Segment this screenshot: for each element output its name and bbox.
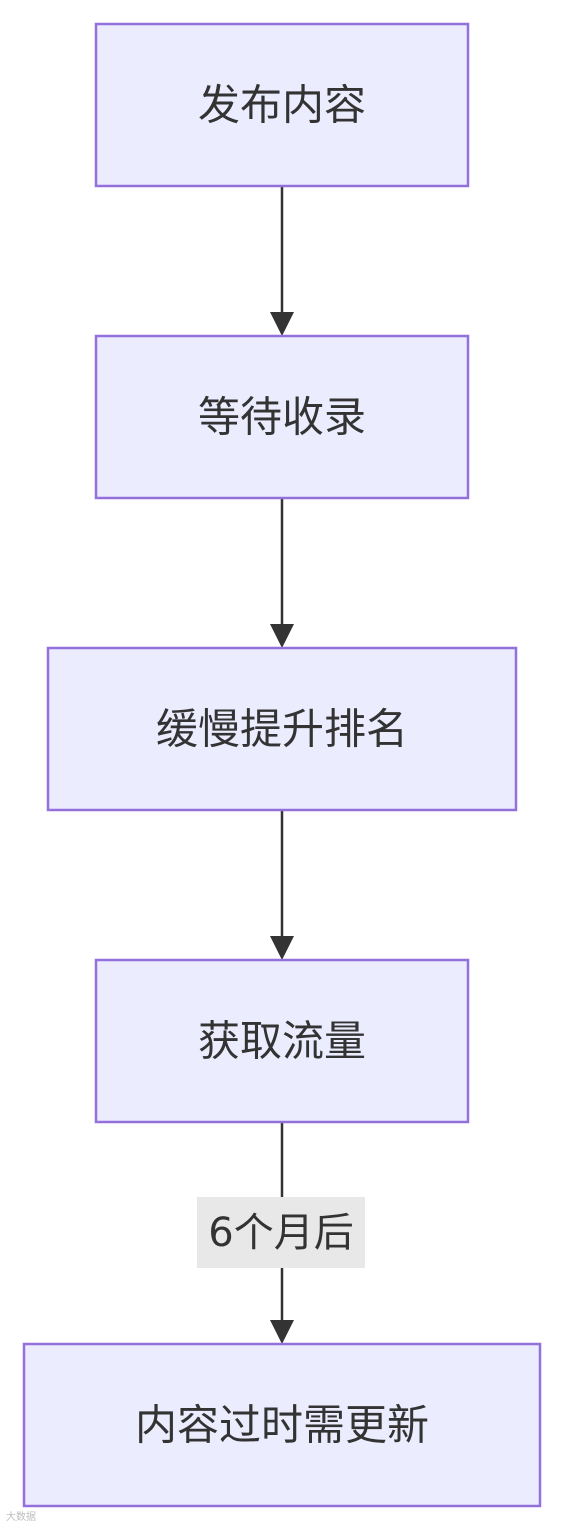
edge-label-text: 6个月后	[208, 1210, 353, 1256]
node-label: 获取流量	[198, 1017, 366, 1066]
edge-index-to-rank	[270, 498, 294, 648]
watermark: 大数据	[6, 1508, 36, 1523]
node-outdated-update: 内容过时需更新	[22, 1342, 542, 1508]
node-wait-index: 等待收录	[94, 334, 470, 500]
watermark-text: 大数据	[6, 1512, 36, 1523]
edge-label-6-months: 6个月后	[197, 1197, 365, 1268]
node-label: 内容过时需更新	[135, 1401, 429, 1450]
node-label: 发布内容	[198, 81, 366, 130]
node-slow-rank: 缓慢提升排名	[46, 646, 518, 812]
node-label: 等待收录	[198, 393, 366, 442]
edge-publish-to-index	[270, 186, 294, 336]
node-get-traffic: 获取流量	[94, 958, 470, 1124]
node-label: 缓慢提升排名	[156, 705, 408, 754]
node-publish-content: 发布内容	[94, 22, 470, 188]
edge-rank-to-traffic	[270, 810, 294, 960]
